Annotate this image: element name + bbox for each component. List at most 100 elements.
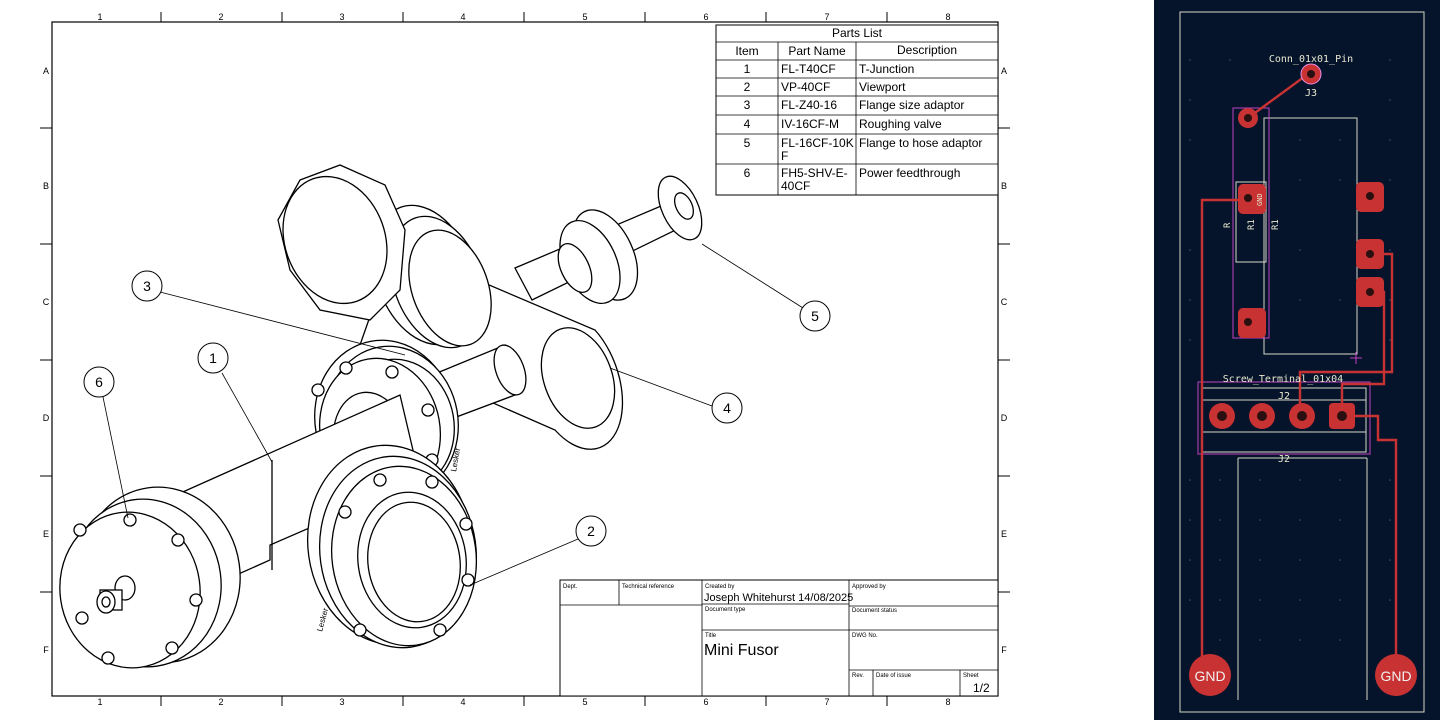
label-created-by: Created by	[705, 584, 734, 590]
courtyard-j2	[1197, 381, 1371, 455]
label-approved-by: Approved by	[852, 584, 886, 590]
callout-4: 4	[723, 400, 731, 416]
viewport	[306, 444, 478, 649]
gnd-left-label: GND	[1194, 668, 1225, 684]
label-rev: Rev.	[852, 673, 864, 679]
parts-list: Parts List Item Part Name Description 1 …	[715, 24, 999, 196]
power-feedthrough	[59, 486, 241, 669]
table-cell: 3	[744, 98, 751, 112]
title-block: Dept. Technical reference Created by App…	[559, 579, 999, 697]
callout-5: 5	[811, 308, 819, 324]
pcb-layout-view: Conn_01x01_Pin J3 R1 R1 R GND Screw_Term…	[1154, 0, 1440, 720]
j3-value-label: Conn_01x01_Pin	[1269, 54, 1353, 65]
label-dwg-no: DWG No.	[852, 633, 878, 639]
drawing-title: Mini Fusor	[704, 642, 779, 659]
col-label-bottom: 3	[339, 697, 344, 707]
pad-hole	[1217, 411, 1227, 421]
j3-ref-label: J3	[1305, 88, 1317, 99]
table-cell: 6	[744, 166, 751, 180]
pad-hole	[1257, 411, 1267, 421]
table-cell: 5	[744, 136, 751, 150]
trace	[1200, 198, 1248, 660]
table-cell: 40CF	[781, 179, 810, 193]
table-cell: 4	[744, 117, 751, 131]
row-label-right: C	[1001, 297, 1008, 307]
pad-hole	[1366, 288, 1374, 296]
parts-list-title: Parts List	[832, 26, 883, 40]
table-cell: Viewport	[859, 80, 906, 94]
j2-value-label: Screw_Terminal_01x04	[1223, 374, 1343, 385]
col-label-bottom: 5	[582, 697, 587, 707]
resistor-outline	[1235, 181, 1267, 263]
row-label-right: F	[1001, 645, 1007, 655]
table-cell: 1	[744, 62, 751, 76]
row-label-left: D	[43, 413, 50, 423]
panel-gap	[1050, 0, 1154, 720]
col-label-bottom: 7	[824, 697, 829, 707]
table-cell: 2	[744, 80, 751, 94]
board-outline	[1179, 11, 1425, 713]
table-cell: FL-T40CF	[781, 62, 836, 76]
row-label-left: B	[43, 181, 49, 191]
trace	[1342, 414, 1398, 660]
col-label-top: 7	[824, 12, 829, 22]
grid-dots	[1189, 59, 1391, 641]
parts-header-part: Part Name	[788, 44, 846, 58]
callout-3: 3	[143, 278, 151, 294]
label-document-type: Document type	[705, 607, 746, 613]
row-label-left: E	[43, 529, 49, 539]
col-label-top: 3	[339, 12, 344, 22]
pad-hole	[1297, 411, 1307, 421]
table-cell: Roughing valve	[859, 117, 942, 131]
label-technical-reference: Technical reference	[622, 584, 675, 590]
table-cell: T-Junction	[859, 62, 914, 76]
callout-2: 2	[587, 523, 595, 539]
pad-hole	[1244, 318, 1252, 326]
copper-traces	[1200, 73, 1398, 660]
col-label-bottom: 2	[218, 697, 223, 707]
gnd-pad-right	[1375, 654, 1417, 696]
trace	[1298, 252, 1394, 416]
pcb-canvas: Conn_01x01_Pin J3 R1 R1 R GND Screw_Term…	[1179, 11, 1425, 713]
table-cell: Flange to hose adaptor	[859, 136, 982, 150]
pad-hole	[1366, 250, 1374, 258]
assembly-illustration	[59, 164, 703, 669]
row-label-right: B	[1001, 181, 1007, 191]
j2-ref-top: J2	[1278, 391, 1290, 402]
technical-drawing: 1 2 3 4 5 6 7 8 1 2 3 4 5 6 7 8 A B C D …	[40, 12, 1010, 707]
pad	[1238, 308, 1266, 338]
callout-6: 6	[95, 374, 103, 390]
col-label-top: 4	[460, 12, 465, 22]
parts-header-desc: Description	[897, 43, 957, 57]
created-by-value: Joseph Whitehurst 14/08/2025	[704, 592, 853, 604]
row-label-left: C	[43, 297, 50, 307]
r1-value-label: R	[1223, 222, 1233, 228]
row-label-right: E	[1001, 529, 1007, 539]
table-cell: IV-16CF-M	[781, 117, 839, 131]
table-cell: F	[781, 149, 788, 163]
j2-ref-bottom: J2	[1278, 454, 1290, 465]
col-label-top: 2	[218, 12, 223, 22]
gnd-pad-label: GND	[1256, 193, 1264, 206]
label-document-status: Document status	[852, 608, 897, 614]
pad-hole	[1244, 194, 1252, 202]
pad	[1238, 184, 1266, 214]
pad-hole	[1307, 70, 1315, 78]
callout-bubbles	[83, 270, 831, 547]
pad-hole	[1337, 411, 1347, 421]
col-label-top: 1	[97, 12, 102, 22]
pad-hole	[1244, 114, 1252, 122]
trace	[1247, 73, 1309, 119]
table-cell: FL-16CF-10K	[781, 136, 854, 150]
r1-ref-label: R1	[1247, 219, 1257, 230]
table-cell: FL-Z40-16	[781, 98, 837, 112]
col-label-top: 5	[582, 12, 587, 22]
roughing-valve	[277, 164, 703, 450]
board-cutout	[1237, 457, 1368, 700]
col-label-top: 6	[703, 12, 708, 22]
label-title: Title	[705, 633, 717, 639]
col-label-bottom: 1	[97, 697, 102, 707]
label-dept: Dept.	[563, 584, 578, 590]
leader-lines	[102, 243, 804, 586]
gnd-right-label: GND	[1380, 668, 1411, 684]
